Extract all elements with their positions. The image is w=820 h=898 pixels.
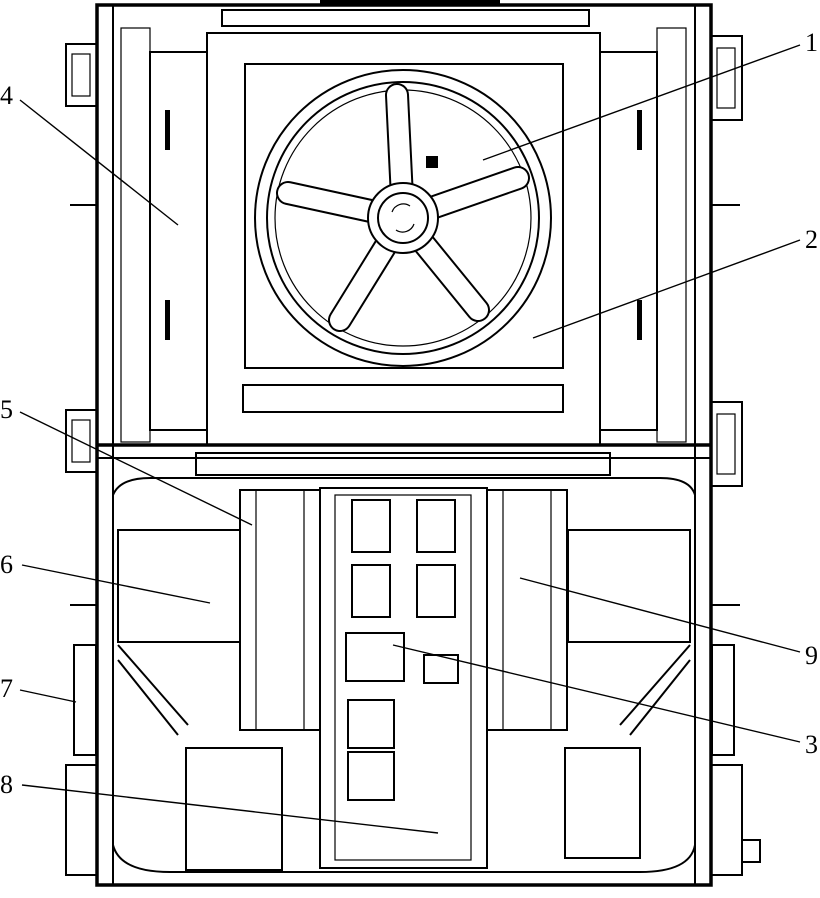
callout-3: 3 <box>805 730 818 759</box>
callout-5: 5 <box>0 395 13 424</box>
fan-assembly <box>254 69 552 367</box>
callout-8: 8 <box>0 770 13 799</box>
callout-2: 2 <box>805 225 818 254</box>
callout-1: 1 <box>805 28 818 57</box>
leader-lines <box>19 44 801 834</box>
callout-6: 6 <box>0 550 13 579</box>
callout-9: 9 <box>805 641 818 670</box>
lower-housing <box>73 452 735 873</box>
callout-7: 7 <box>0 674 13 703</box>
side-panels <box>120 27 687 443</box>
callout-4: 4 <box>0 81 13 110</box>
mounting-brackets <box>65 35 761 876</box>
